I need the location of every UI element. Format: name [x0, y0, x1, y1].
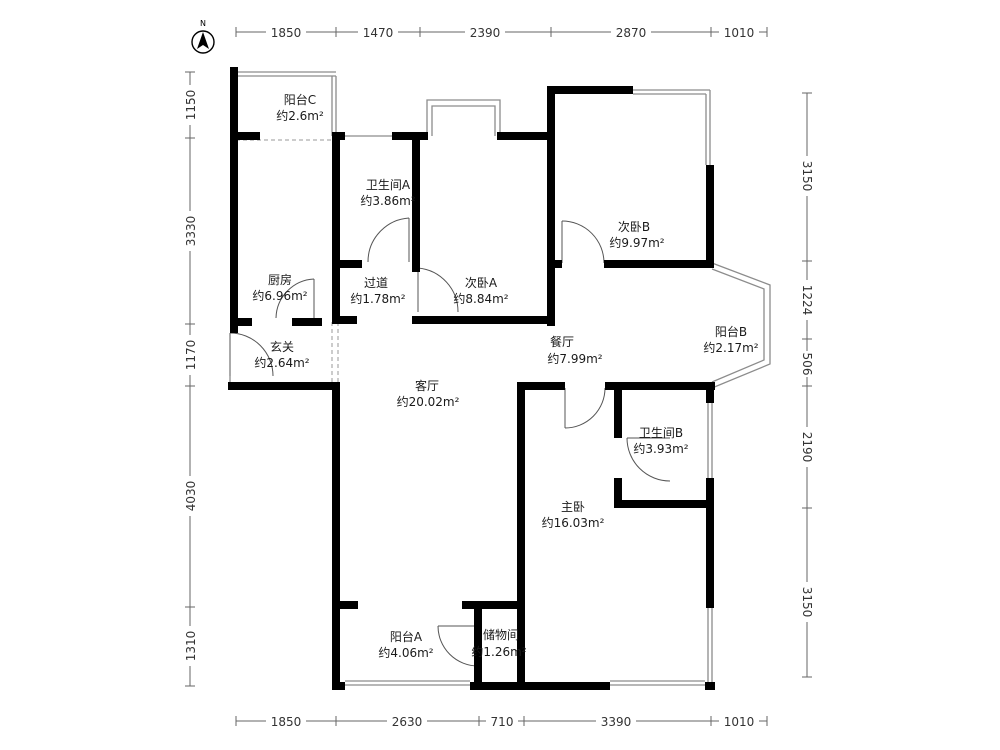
compass-label: N [200, 19, 206, 28]
dimension-right: 3150 1224 506 2190 3150 [798, 92, 816, 678]
room-name-master-bedroom: 主卧 [561, 500, 585, 514]
room-name-hallway: 过道 [364, 276, 388, 290]
room-area-master-bedroom: 约16.03m² [542, 515, 605, 530]
dim-bottom-4: 3390 [601, 715, 632, 729]
room-area-kitchen: 约6.96m² [252, 288, 307, 303]
dim-top-1: 1850 [271, 26, 302, 40]
room-area-hallway: 约1.78m² [350, 291, 405, 306]
room-name-storage-room: 储物间 [483, 627, 519, 642]
room-area-balcony-a: 约4.06m² [378, 645, 433, 660]
dim-bottom-5: 1010 [724, 715, 755, 729]
room-area-second-bedroom-b: 约9.97m² [609, 235, 664, 250]
dim-left-3: 1170 [184, 340, 198, 371]
room-area-bathroom-b: 约3.93m² [633, 441, 688, 456]
room-name-kitchen: 厨房 [268, 272, 292, 287]
walls [228, 67, 715, 690]
dim-right-5: 3150 [800, 587, 814, 618]
dim-bottom-3: 710 [491, 715, 514, 729]
windows-and-railings [229, 71, 771, 686]
room-name-second-bedroom-b: 次卧B [618, 220, 650, 234]
dim-top-5: 1010 [724, 26, 755, 40]
dim-left-1: 1150 [184, 90, 198, 121]
dimension-top: 1850 1470 2390 2870 1010 [235, 23, 768, 41]
dimension-bottom: 1850 2630 710 3390 1010 [235, 712, 768, 730]
dim-left-5: 1310 [184, 631, 198, 662]
room-name-dining-room: 餐厅 [550, 334, 574, 349]
dim-right-4: 2190 [800, 432, 814, 463]
dim-top-3: 2390 [470, 26, 501, 40]
room-name-balcony-c: 阳台C [284, 92, 316, 107]
doors [229, 217, 671, 667]
dim-bottom-1: 1850 [271, 715, 302, 729]
dim-bottom-2: 2630 [392, 715, 423, 729]
room-name-bathroom-a: 卫生间A [366, 178, 411, 192]
room-name-bathroom-b: 卫生间B [639, 426, 683, 440]
room-area-bathroom-a: 约3.86m² [360, 193, 415, 208]
dim-left-4: 4030 [184, 481, 198, 512]
room-area-dining-room: 约7.99m² [547, 351, 602, 366]
room-area-foyer: 约2.64m² [254, 355, 309, 370]
dimension-left: 1150 3330 1170 4030 1310 [181, 71, 199, 687]
room-area-second-bedroom-a: 约8.84m² [453, 291, 508, 306]
room-area-living-room: 约20.02m² [397, 394, 460, 409]
room-name-balcony-a: 阳台A [390, 629, 423, 644]
dim-right-2: 1224 [800, 285, 814, 316]
room-area-storage-room: 约1.26m² [471, 644, 526, 659]
room-name-second-bedroom-a: 次卧A [465, 276, 498, 290]
dim-right-3: 506 [800, 353, 814, 376]
room-name-living-room: 客厅 [415, 378, 439, 393]
north-compass-icon: N [191, 19, 215, 54]
dim-left-2: 3330 [184, 216, 198, 247]
room-labels: 阳台C 约2.6m² 卫生间A 约3.86m² 次卧B 约9.97m² 厨房 约… [252, 92, 758, 660]
room-area-balcony-b: 约2.17m² [703, 340, 758, 355]
dim-top-4: 2870 [616, 26, 647, 40]
dim-right-1: 3150 [800, 161, 814, 192]
room-name-balcony-b: 阳台B [715, 324, 747, 339]
room-name-foyer: 玄关 [270, 339, 294, 354]
dim-top-2: 1470 [363, 26, 394, 40]
room-area-balcony-c: 约2.6m² [276, 108, 324, 123]
